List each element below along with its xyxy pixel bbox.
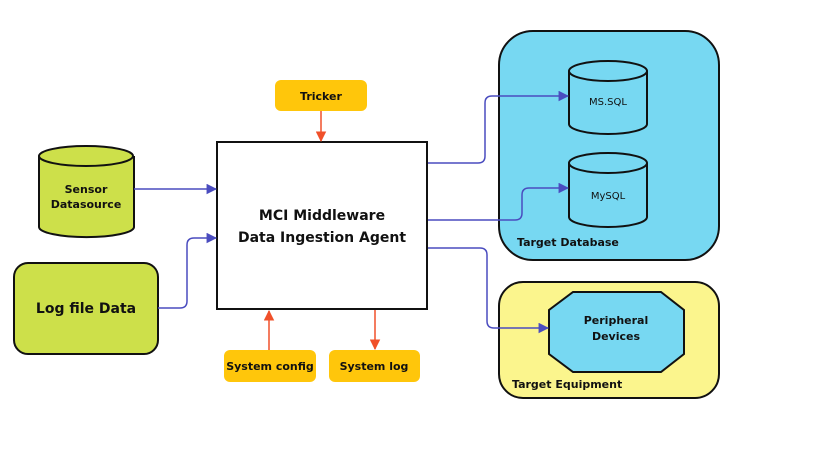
tricker-box: Tricker — [275, 80, 367, 111]
system-config-box: System config — [224, 350, 316, 382]
connectors — [134, 90, 570, 351]
middleware-agent: MCI Middleware Data Ingestion Agent — [216, 141, 428, 310]
target-equipment-label: Target Equipment — [512, 378, 622, 391]
arrow-middleware-to-mysql — [428, 182, 570, 221]
middleware-label-line2: Data Ingestion Agent — [238, 230, 406, 246]
log-file-data: Log file Data — [13, 262, 159, 355]
target-database-group: Target Database MS.SQL MySQL — [498, 30, 720, 261]
target-database-label: Target Database — [517, 236, 619, 249]
sensor-datasource: Sensor Datasource — [38, 145, 135, 239]
target-equipment-group: Target Equipment Peripheral Devices — [498, 281, 720, 399]
mysql-database: MySQL — [568, 152, 648, 228]
peripheral-devices-label-line1: Peripheral — [584, 314, 649, 327]
arrow-middleware-to-peripheral — [428, 247, 550, 334]
mssql-label: MS.SQL — [589, 97, 627, 108]
mssql-database: MS.SQL — [568, 60, 648, 135]
tricker-label: Tricker — [300, 90, 342, 103]
system-log-label: System log — [340, 360, 409, 373]
arrow-logfile-to-middleware — [158, 232, 218, 309]
sensor-datasource-label-line2: Datasource — [51, 198, 122, 211]
log-file-data-label: Log file Data — [36, 301, 136, 317]
system-config-label: System config — [226, 360, 314, 373]
target-database-container — [498, 30, 720, 261]
mysql-label: MySQL — [591, 191, 626, 202]
sensor-datasource-label-line1: Sensor — [65, 183, 108, 196]
peripheral-devices-label-line2: Devices — [592, 330, 641, 343]
arrow-middleware-to-mssql — [428, 90, 570, 164]
system-log-box: System log — [329, 350, 420, 382]
middleware-label-line1: MCI Middleware — [259, 208, 385, 224]
